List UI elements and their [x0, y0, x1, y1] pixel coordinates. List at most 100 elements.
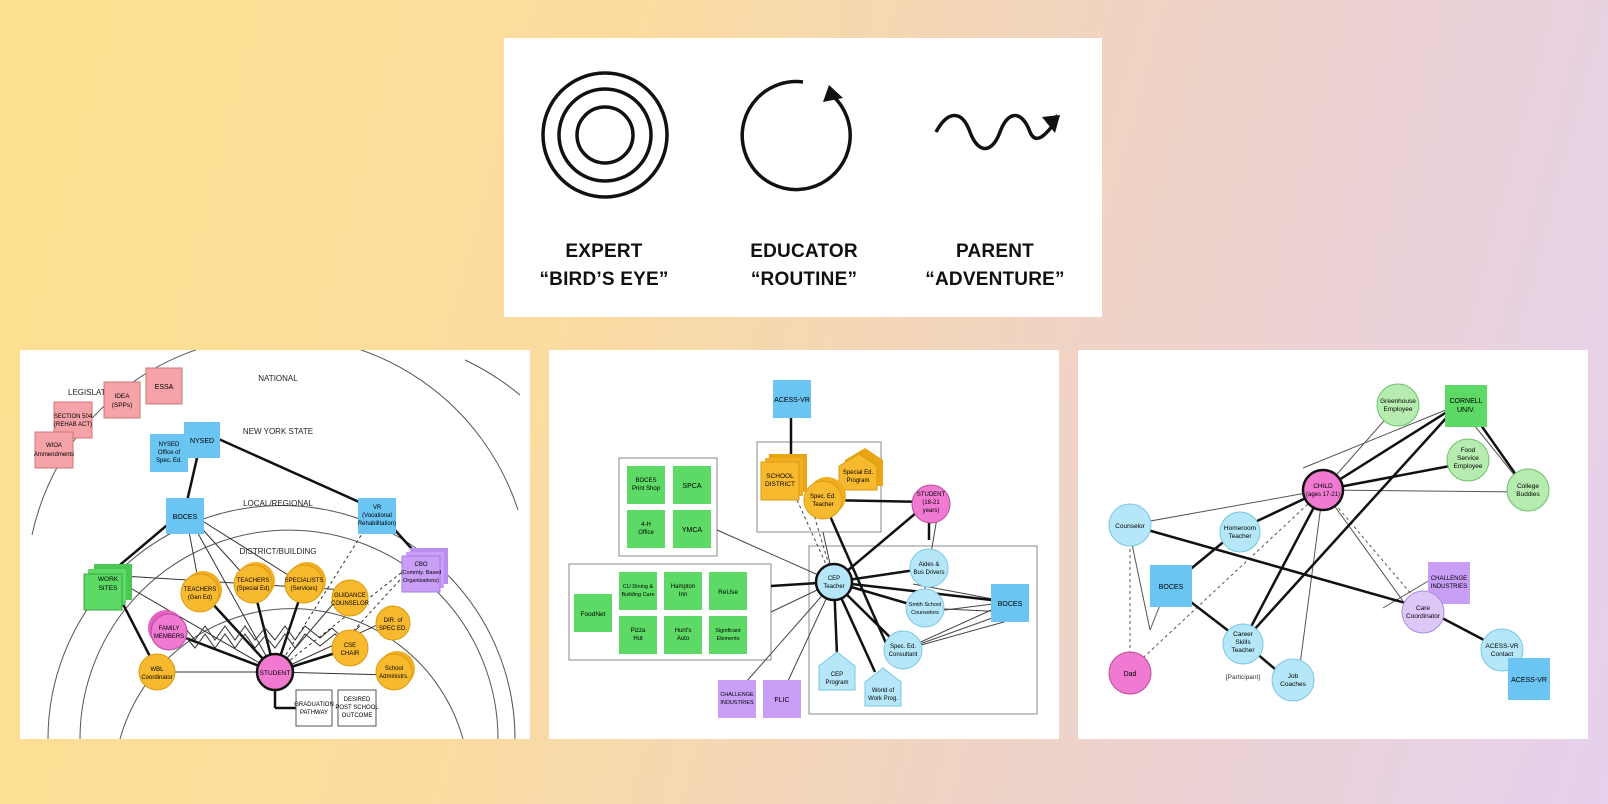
svg-text:ACESS-VR: ACESS-VR — [1485, 643, 1519, 650]
svg-text:CHILD: CHILD — [1313, 483, 1333, 490]
svg-text:STUDENT: STUDENT — [917, 492, 946, 498]
perspective-parent: PARENT “ADVENTURE” — [895, 238, 1095, 294]
guidance-counselor-node: GUIDANCE COUNSELOR — [331, 579, 370, 617]
svg-text:WBL: WBL — [150, 667, 164, 673]
homeroom-teacher-node: Homeroom Teacher — [1219, 511, 1261, 553]
concentric-circles-icon — [541, 71, 669, 199]
teachers-special-ed-node: TEACHERS (Special Ed) — [233, 562, 275, 604]
svg-text:ESSA: ESSA — [155, 384, 174, 391]
smith-school-counselors-node: Smith School Counselors — [905, 588, 945, 628]
svg-text:STUDENT: STUDENT — [260, 670, 291, 677]
svg-text:Work Prog.: Work Prog. — [868, 696, 898, 702]
svg-text:GUIDANCE: GUIDANCE — [334, 593, 366, 599]
svg-text:OUTCOME: OUTCOME — [342, 713, 373, 719]
svg-text:CORNELL: CORNELL — [1449, 398, 1482, 405]
svg-text:Spec. Ed.: Spec. Ed. — [156, 458, 182, 464]
svg-text:SITES: SITES — [99, 585, 118, 592]
svg-text:(ages 17-21): (ages 17-21) — [1306, 492, 1340, 498]
svg-text:Spec. Ed.: Spec. Ed. — [810, 494, 836, 500]
4h-office-node: 4-H Office — [627, 510, 665, 548]
cbo-node: CBO (Commty. Based Organizations) — [401, 548, 448, 593]
participant-label: [Participant] — [1226, 674, 1261, 681]
ring-label-district: DISTRICT/BUILDING — [240, 547, 317, 556]
svg-text:College: College — [1517, 483, 1539, 490]
dir-spec-ed-node: DIR. of SPEC ED. — [375, 605, 411, 641]
svg-text:MEMBERS: MEMBERS — [154, 634, 184, 640]
wavy-arrow-icon — [934, 113, 1060, 151]
svg-text:Ammendments: Ammendments — [34, 452, 74, 458]
svg-text:(SPPs): (SPPs) — [112, 402, 133, 409]
boces-node: BOCES — [166, 498, 204, 534]
svg-text:SPECIALISTS: SPECIALISTS — [285, 578, 324, 584]
educator-routine-map: ACESS-VR SCHOOL DISTRICT Special Ed. Pro… — [549, 350, 1059, 739]
perspective-view: “ROUTINE” — [750, 269, 858, 290]
cep-teacher-node: CEP Teacher — [814, 562, 854, 602]
svg-text:NYSED: NYSED — [159, 442, 180, 448]
school-administrators-node: School Administrs. — [375, 651, 415, 691]
child-node: CHILD (ages 17-21) — [1301, 468, 1345, 512]
svg-text:(REHAB ACT): (REHAB ACT) — [54, 422, 92, 428]
svg-text:Employee: Employee — [1384, 406, 1413, 413]
svg-text:BOCES: BOCES — [173, 514, 198, 521]
svg-text:Auto: Auto — [677, 636, 690, 642]
svg-text:(Vocational: (Vocational — [362, 513, 392, 519]
svg-text:Significant: Significant — [715, 628, 741, 634]
svg-text:ACESS-VR: ACESS-VR — [1511, 677, 1547, 684]
svg-text:Office of: Office of — [158, 450, 181, 456]
perspectives-panel: EXPERT “BIRD’S EYE” EDUCATOR “ROUTINE” P… — [504, 38, 1102, 317]
svg-text:Skills: Skills — [1235, 639, 1251, 646]
ring-label-state: NEW YORK STATE — [243, 427, 313, 436]
svg-text:Teacher: Teacher — [1228, 533, 1252, 540]
cep-program-node: CEP Program — [818, 651, 856, 691]
svg-text:DESIRED: DESIRED — [344, 697, 371, 703]
world-of-work-node: World of Work Prog. — [864, 667, 902, 707]
svg-text:Teacher: Teacher — [812, 502, 833, 508]
svg-text:CEP: CEP — [828, 576, 840, 582]
idea-node: IDEA (SPPs) — [103, 381, 141, 419]
acces-vr-node: ACESS-VR — [773, 380, 811, 418]
svg-text:VR: VR — [373, 505, 382, 511]
svg-text:ACESS-VR: ACESS-VR — [774, 397, 810, 404]
reuse-node: ReUse — [709, 572, 747, 610]
svg-text:CHALLENGE: CHALLENGE — [1431, 576, 1467, 582]
svg-text:Aides &: Aides & — [919, 562, 940, 568]
svg-text:INDUSTRIES: INDUSTRIES — [1431, 584, 1467, 590]
svg-text:(18-21: (18-21 — [922, 500, 940, 506]
svg-text:years): years) — [923, 508, 940, 514]
special-ed-program-node: Special Ed. Program — [838, 448, 883, 491]
svg-text:Counselor: Counselor — [1115, 523, 1145, 530]
svg-text:WORK: WORK — [98, 576, 119, 583]
svg-text:Dad: Dad — [1124, 671, 1137, 678]
circular-arrow-icon — [740, 79, 852, 192]
svg-text:CBO: CBO — [414, 562, 427, 568]
cse-chair-node: CSE CHAIR — [331, 629, 369, 667]
family-members-node: FAMILY MEMBERS — [148, 610, 188, 651]
svg-text:Program: Program — [846, 478, 869, 484]
svg-text:Print Shop: Print Shop — [632, 486, 661, 492]
college-buddies-node: College Buddies — [1506, 468, 1550, 512]
svg-text:Service: Service — [1457, 455, 1479, 462]
svg-text:Coordinator: Coordinator — [141, 675, 172, 681]
svg-text:(Gen Ed): (Gen Ed) — [188, 595, 212, 601]
specialists-node: SPECIALISTS (Services) — [284, 562, 326, 604]
svg-text:BOCES: BOCES — [635, 478, 656, 484]
care-coordinator-node: Care Coordinator — [1401, 590, 1445, 634]
perspective-role: PARENT — [956, 241, 1034, 262]
svg-text:Greenhouse: Greenhouse — [1380, 398, 1416, 405]
svg-text:Job: Job — [1288, 673, 1299, 680]
perspective-educator: EDUCATOR “ROUTINE” — [704, 238, 904, 294]
svg-text:Coordinator: Coordinator — [1406, 613, 1441, 620]
svg-text:GRADUATION: GRADUATION — [294, 702, 334, 708]
educator-thin-edges — [716, 517, 1012, 697]
job-coaches-node: Job Coaches — [1271, 658, 1315, 702]
school-district-node: SCHOOL DISTRICT — [760, 454, 807, 501]
boces-node: BOCES — [1150, 565, 1192, 607]
svg-text:CU Dining &: CU Dining & — [623, 584, 654, 590]
nysed-node: NYSED — [184, 422, 220, 458]
teachers-gen-ed-node: TEACHERS (Gen Ed) — [180, 571, 222, 613]
svg-text:CEP: CEP — [831, 672, 843, 678]
nysed-office-node: NYSED Office of Spec. Ed. — [150, 434, 188, 472]
hampton-inn-node: Hampton Inn — [664, 572, 702, 610]
aides-bus-drivers-node: Aides & Bus Drivers — [909, 548, 949, 588]
svg-text:Employee: Employee — [1454, 463, 1483, 470]
